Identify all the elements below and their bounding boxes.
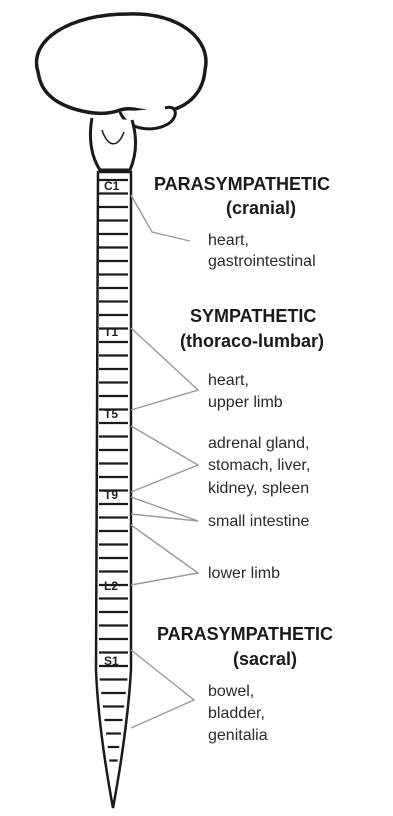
organ-heart-cranial: heart, bbox=[208, 232, 249, 249]
heading-sympathetic: SYMPATHETIC bbox=[190, 306, 316, 326]
segment-label-t1: T1 bbox=[104, 325, 118, 339]
organ-genitalia: genitalia bbox=[208, 727, 268, 744]
organ-adrenal-gland: adrenal gland, bbox=[208, 435, 309, 452]
organ-bowel: bowel, bbox=[208, 683, 254, 700]
brain bbox=[37, 14, 206, 170]
organ-upper-limb: upper limb bbox=[208, 394, 283, 411]
subheading-cranial: (cranial) bbox=[226, 198, 296, 218]
connector-sacral bbox=[131, 650, 194, 728]
organ-stomach-liver: stomach, liver, bbox=[208, 457, 310, 474]
connector-lower-limb bbox=[131, 525, 198, 585]
organ-heart-sympathetic: heart, bbox=[208, 372, 249, 389]
section-sympathetic: SYMPATHETIC (thoraco-lumbar) heart, uppe… bbox=[180, 306, 324, 582]
connector-small-intestine bbox=[131, 497, 198, 521]
organ-bladder: bladder, bbox=[208, 705, 265, 722]
connector-cranial bbox=[131, 195, 190, 241]
heading-parasympathetic-sacral: PARASYMPATHETIC bbox=[157, 624, 333, 644]
connector-lines bbox=[131, 195, 198, 728]
subheading-thoraco-lumbar: (thoraco-lumbar) bbox=[180, 331, 324, 351]
organ-gastrointestinal: gastrointestinal bbox=[208, 253, 316, 270]
section-parasympathetic-sacral: PARASYMPATHETIC (sacral) bowel, bladder,… bbox=[157, 624, 333, 744]
segment-label-c1: C1 bbox=[104, 179, 120, 193]
heading-parasympathetic-cranial: PARASYMPATHETIC bbox=[154, 174, 330, 194]
segment-label-s1: S1 bbox=[104, 654, 119, 668]
organ-lower-limb: lower limb bbox=[208, 565, 280, 582]
segment-label-l2: L2 bbox=[104, 579, 118, 593]
segment-label-t9: T9 bbox=[104, 488, 118, 502]
segment-label-t5: T5 bbox=[104, 407, 118, 421]
organ-kidney-spleen: kidney, spleen bbox=[208, 480, 309, 497]
organ-small-intestine: small intestine bbox=[208, 513, 309, 530]
section-parasympathetic-cranial: PARASYMPATHETIC (cranial) heart, gastroi… bbox=[154, 174, 330, 270]
subheading-sacral: (sacral) bbox=[233, 649, 297, 669]
connector-adrenal bbox=[131, 426, 198, 492]
